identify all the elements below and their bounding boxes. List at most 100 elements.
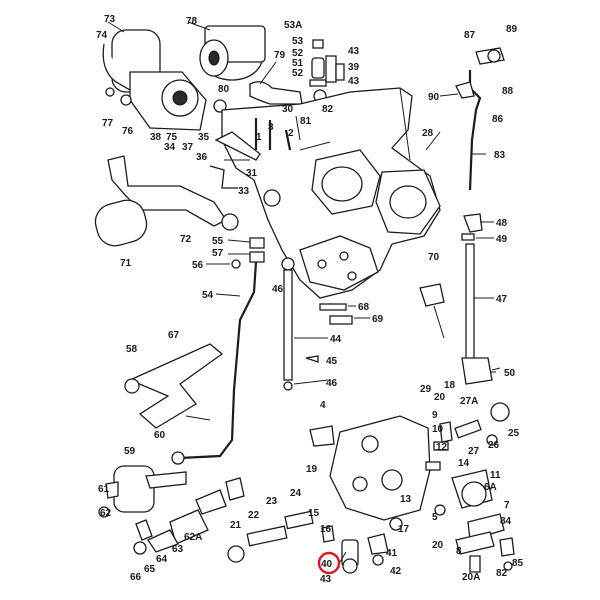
callout-11: 11 [490,470,501,481]
callout-79: 79 [274,50,286,61]
callout-52-a: 52 [292,48,304,59]
callout-27A: 27A [460,396,478,407]
callout-53: 53 [292,36,304,47]
callout-23: 23 [266,496,278,507]
callout-46-b: 46 [326,378,338,389]
callout-40: 40 [321,559,333,570]
callout-63: 63 [172,544,184,555]
callout-69: 69 [372,314,384,325]
air-cleaner-assembly [102,25,327,131]
hydraulic-housing [221,87,441,299]
callout-44: 44 [330,334,342,345]
callout-17: 17 [398,524,410,535]
callout-77: 77 [102,118,114,129]
leader-lines [107,21,501,563]
bolt-68-69 [319,303,353,325]
callout-86: 86 [492,114,504,125]
callout-50: 50 [504,368,516,379]
callout-39: 39 [348,62,360,73]
callout-4: 4 [320,400,326,411]
callout-31: 31 [246,168,258,179]
callout-42: 42 [390,566,402,577]
highlight-ring-40 [317,551,341,575]
callout-8: 8 [456,546,462,557]
callout-53A: 53A [284,20,302,31]
callout-70: 70 [428,252,440,263]
callout-78: 78 [186,16,198,27]
right-lower-parts [425,402,515,573]
callout-48: 48 [496,218,508,229]
linkage-83 [439,47,505,191]
callout-10: 10 [432,424,444,435]
callout-61: 61 [98,484,110,495]
callout-9: 9 [432,410,438,421]
callout-41: 41 [386,548,398,559]
callout-6A: 6A [484,482,497,493]
callout-58: 58 [126,344,138,355]
callout-43-bottom: 43 [320,574,332,585]
callout-43-mid: 43 [348,76,360,87]
callout-21: 21 [230,520,242,531]
callout-5: 5 [432,512,438,523]
callout-33: 33 [238,186,250,197]
callout-56: 56 [192,260,204,271]
tube-47 [461,213,493,385]
callout-71: 71 [120,258,132,269]
callout-82-bottom: 82 [496,568,508,579]
callout-62: 62 [100,508,112,519]
callout-7: 7 [504,500,510,511]
callout-16: 16 [320,524,332,535]
callout-13: 13 [400,494,412,505]
control-rod-54 [179,237,265,460]
block-70 [419,283,445,339]
callout-82: 82 [322,104,334,115]
callout-90: 90 [428,92,440,103]
callout-74: 74 [96,30,108,41]
callout-26: 26 [488,440,500,451]
callout-14: 14 [458,458,470,469]
callout-51: 51 [292,58,304,69]
callout-29: 29 [420,384,432,395]
callout-87: 87 [464,30,476,41]
callout-38: 38 [150,132,162,143]
callout-81: 81 [300,116,312,127]
callout-67: 67 [168,330,180,341]
lift-lever-handle [94,155,239,247]
callout-19: 19 [306,464,318,475]
callout-28: 28 [422,128,434,139]
callout-65: 65 [144,564,156,575]
callout-30: 30 [282,104,294,115]
callout-83: 83 [494,150,506,161]
callout-88: 88 [502,86,514,97]
callout-66: 66 [130,572,142,583]
callout-72: 72 [180,234,192,245]
control-levers [209,118,331,207]
callout-25: 25 [508,428,520,439]
callout-57: 57 [212,248,224,259]
callout-15: 15 [308,508,320,519]
callout-62A: 62A [184,532,202,543]
callout-52-b: 52 [292,68,304,79]
callout-68: 68 [358,302,370,313]
callout-35: 35 [198,132,210,143]
callout-37: 37 [182,142,194,153]
callout-73: 73 [104,14,116,25]
callout-76: 76 [122,126,134,137]
callout-47: 47 [496,294,508,305]
callout-54: 54 [202,290,214,301]
callout-60: 60 [154,430,166,441]
callout-80: 80 [218,84,230,95]
valve-stack [309,39,345,87]
pushrod-44 [281,257,319,391]
callout-59: 59 [124,446,136,457]
callout-3: 3 [268,122,274,133]
callout-36: 36 [196,152,208,163]
callout-46-a: 46 [272,284,284,295]
callout-24: 24 [290,488,302,499]
callout-22: 22 [248,510,260,521]
callout-1: 1 [256,132,262,143]
callout-20A: 20A [462,572,480,583]
callout-64: 64 [156,554,168,565]
valve-body-lower [227,415,431,574]
